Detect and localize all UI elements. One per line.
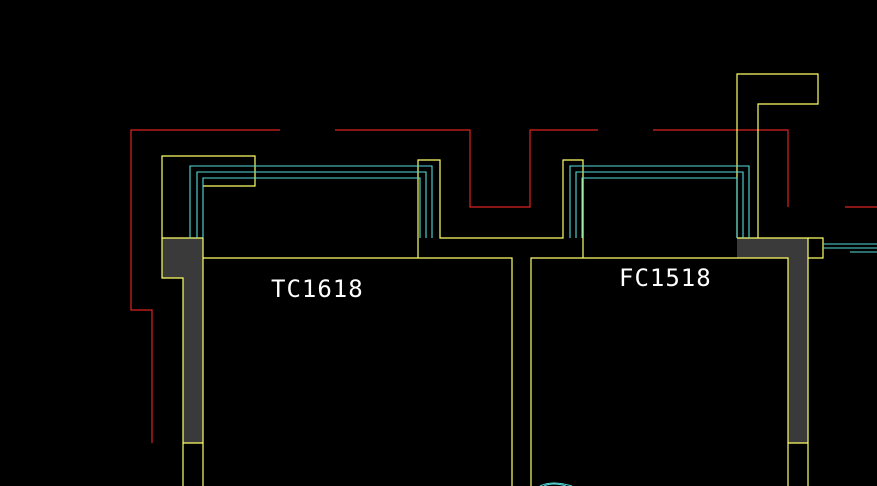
window-tc-glazing (189, 165, 433, 238)
window-label-fc1518: FC1518 (619, 264, 712, 292)
left-column-fill (162, 238, 203, 443)
window-label-tc1618: TC1618 (271, 275, 364, 303)
door-swing-arc (543, 483, 567, 486)
wall-outlines (161, 73, 824, 486)
right-column-fill (737, 238, 808, 443)
upper-right-wall-outline (736, 73, 819, 238)
red-boundary-line (653, 129, 789, 207)
right-stub-outline (808, 237, 824, 259)
left-column-outline (161, 237, 204, 486)
right-edge-glazing (823, 243, 877, 253)
door-swing-arc (539, 482, 573, 486)
window-fc-glazing (569, 165, 750, 238)
right-column-outline (737, 257, 789, 486)
center-wall-outline (530, 257, 737, 486)
red-boundary-line (130, 129, 280, 443)
center-wall-outline (203, 257, 513, 486)
upper-left-wall-outline (161, 155, 256, 238)
red-boundary-line (335, 129, 598, 208)
center-wall-outline (417, 159, 584, 258)
